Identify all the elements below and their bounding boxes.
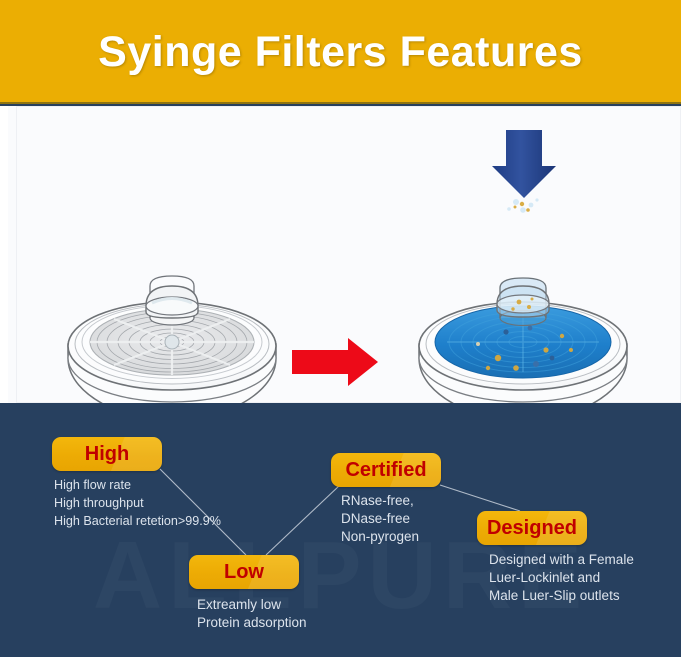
feature-designed-line-2: Luer-Lockinlet and (489, 570, 601, 585)
feature-high-line-3: High Bacterial retetion>99.9% (54, 514, 221, 528)
feature-designed-line-1: Designed with a Female (489, 552, 634, 567)
badge-designed-label: Designed (486, 516, 578, 539)
feature-text-designed: Designed with a Female Luer-Lockinlet an… (489, 551, 634, 605)
feature-certified-line-3: Non-pyrogen (341, 529, 420, 544)
feature-high-line-1: High flow rate (54, 478, 131, 492)
badge-low[interactable]: Low (189, 555, 299, 589)
badge-designed[interactable]: Designed (477, 511, 587, 545)
badge-low-label: Low (224, 560, 264, 583)
right-filter-illustration (418, 130, 628, 403)
feature-text-certified: RNase-free, DNase-free Non-pyrogen (341, 492, 419, 546)
badge-high[interactable]: High (52, 437, 162, 471)
feature-certified-line-2: DNase-free (341, 511, 411, 526)
red-right-arrow (292, 338, 378, 386)
feature-certified-line-1: RNase-free, (341, 493, 414, 508)
badge-certified[interactable]: Certified (331, 453, 441, 487)
left-filter-illustration (67, 275, 277, 403)
features-panel: ALLPURE High High flow rate High through… (0, 403, 681, 657)
feature-designed-line-3: Male Luer-Slip outlets (489, 588, 620, 603)
illustration-graphics (67, 130, 628, 403)
badge-high-label: High (84, 442, 130, 465)
feature-low-line-2: Protein adsorption (197, 615, 307, 630)
badge-certified-label: Certified (345, 458, 427, 481)
feature-high-line-2: High throughput (54, 496, 144, 510)
feature-text-low: Extreamly low Protein adsorption (197, 596, 307, 632)
page-title: Syinge Filters Features (98, 27, 583, 76)
feature-text-high: High flow rate High throughput High Bact… (54, 476, 221, 530)
header-band (0, 0, 681, 104)
feature-low-line-1: Extreamly low (197, 597, 282, 612)
